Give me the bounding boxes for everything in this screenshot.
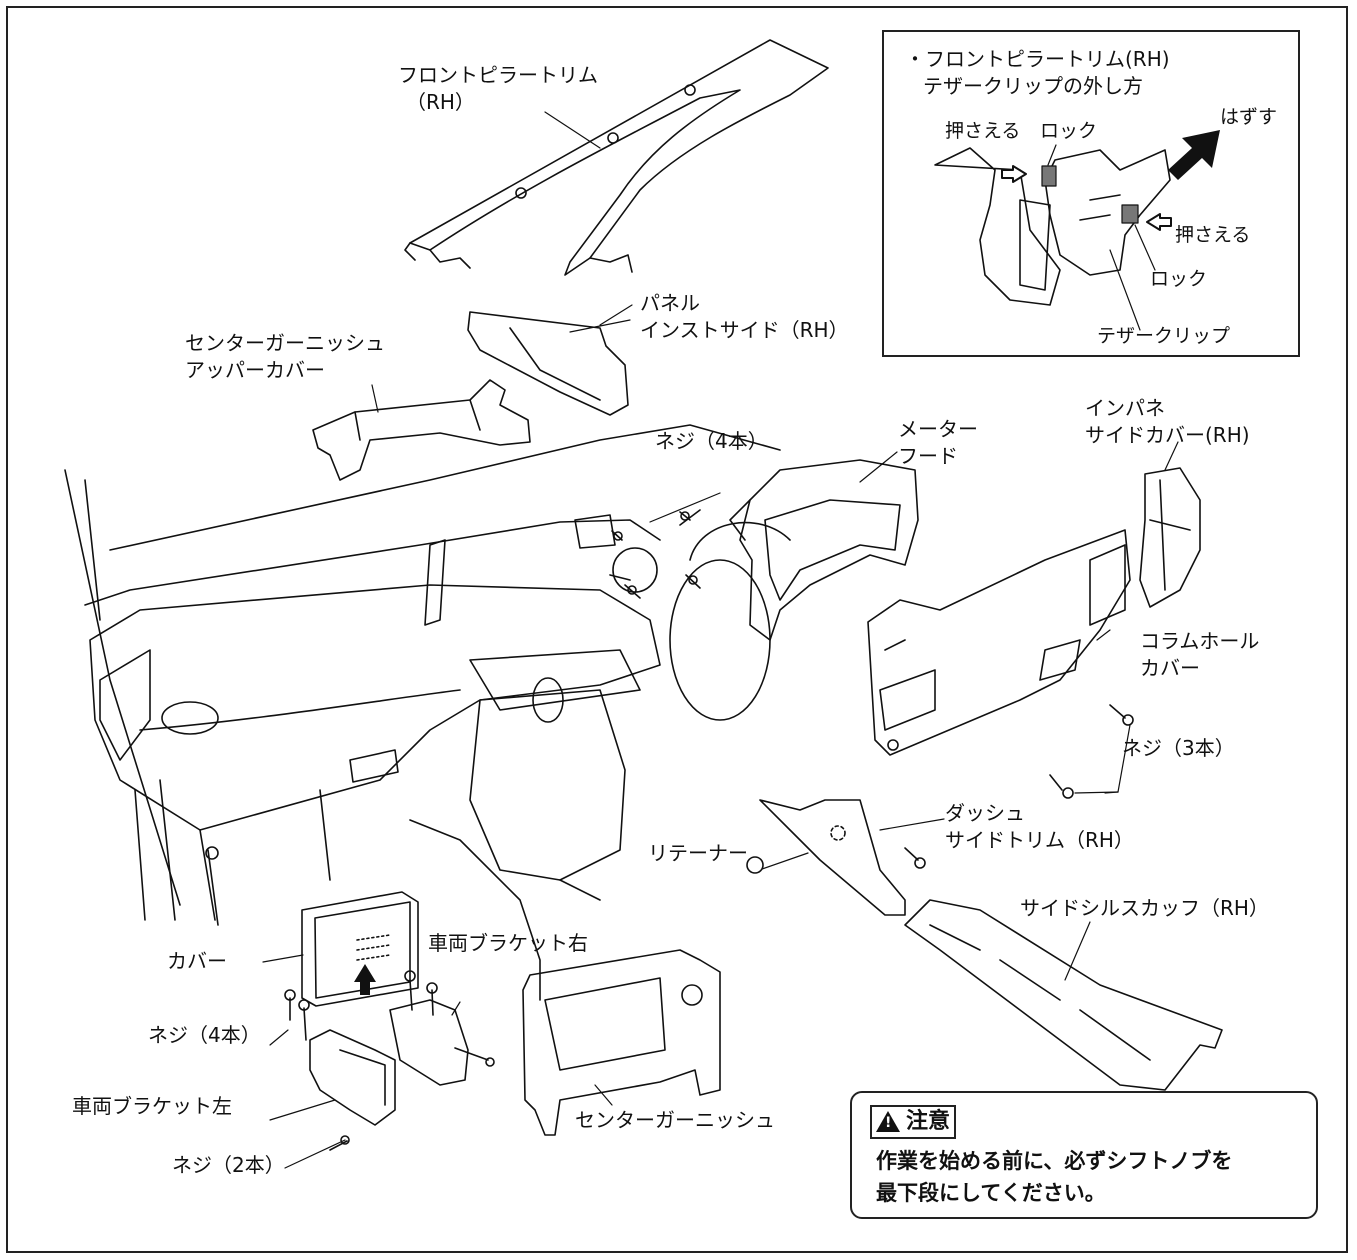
inset-label-tether-clip: テザークリップ [1097,325,1231,347]
caution-title: ! 注意 [870,1105,957,1139]
label-screws-3: ネジ（3本） [1122,736,1235,760]
lock-blocks [1041,165,1139,224]
column-screws-drawing [904,704,1134,869]
label-center-garnish-upper-cover: センターガーニッシュ アッパーカバー [185,331,385,382]
label-front-pillar-trim: フロントピラートリム （RH） [398,63,598,114]
dash-side-trim-drawing [746,799,906,916]
inset-label-lock-top: ロック [1040,120,1098,142]
meter-screws-drawing [611,511,701,599]
label-bracket-right: 車両ブラケット右 [428,931,588,955]
tether-clip-inset [882,30,1300,357]
label-dash-side-trim: ダッシュ サイドトリム（RH） [945,801,1134,852]
warning-triangle-icon: ! [876,1111,900,1132]
center-garnish-drawing [522,949,721,1136]
bracket-right-drawing [329,970,495,1151]
up-arrow [354,964,376,995]
center-garnish-upper-cover-drawing [312,379,531,481]
inset-leaders [1047,144,1156,331]
label-meter-hood: メーター フード [898,417,978,468]
inset-label-press-left: 押さえる [945,120,1021,142]
caution-box: ! 注意 作業を始める前に、必ずシフトノブを 最下段にしてください。 [850,1091,1318,1219]
leader-lines [262,111,1179,1169]
front-pillar-trim-drawing [404,39,829,276]
label-panel-inst-side: パネル インストサイド（RH） [640,291,849,342]
inset-label-press-right: 押さえる [1175,224,1251,246]
label-cover: カバー [167,949,227,973]
panel-inst-side-drawing [467,311,629,416]
inset-title: ・フロントピラートリム(RH) テザークリップの外し方 [905,47,1170,98]
label-bracket-left: 車両ブラケット左 [72,1094,232,1118]
meter-hood-drawing [729,459,919,641]
label-column-hole-cover: コラムホール カバー [1140,629,1260,680]
tether-clip-drawing [934,147,1171,306]
label-retainer: リテーナー [648,841,748,865]
inset-label-lock-bottom: ロック [1150,268,1208,290]
press-arrows [1001,165,1172,231]
label-screws-4-bottom: ネジ（4本） [148,1023,261,1047]
instpanel-side-cover-drawing [1139,467,1201,608]
inset-label-remove: はずす [1220,106,1278,128]
side-sill-scuff-drawing [904,899,1223,1091]
bracket-left-drawing [284,989,396,1126]
caution-body: 作業を始める前に、必ずシフトノブを 最下段にしてください。 [876,1149,1233,1205]
column-hole-cover-drawing [867,529,1131,756]
label-center-garnish: センターガーニッシュ [575,1108,775,1132]
label-screws-4-top: ネジ（4本） [655,429,768,453]
label-screws-2: ネジ（2本） [172,1153,285,1177]
diagram-frame [6,6,1348,1253]
label-side-sill-scuff: サイドシルスカッフ（RH） [1020,896,1269,920]
remove-arrow [1168,130,1220,180]
label-instpanel-side-cover: インパネ サイドカバー(RH) [1085,396,1250,447]
dashboard-drawing [64,424,791,1001]
